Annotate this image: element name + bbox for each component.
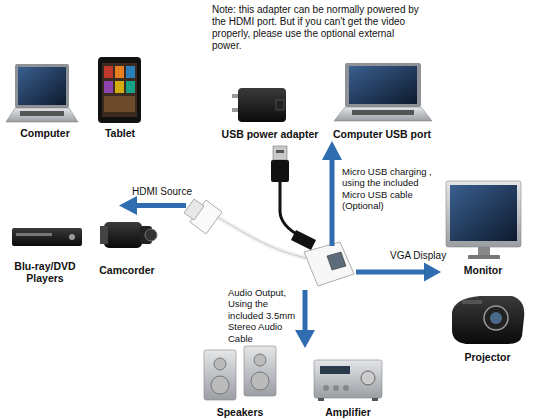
arrow-symbol	[119, 141, 441, 348]
arrow-label: HDMI Source	[132, 186, 202, 198]
device-node: Amplifier	[310, 350, 386, 418]
speaker-illustration	[204, 346, 276, 400]
laptop-illustration	[6, 64, 78, 122]
projector-illustration	[452, 296, 524, 344]
device-node: Computer USB port	[324, 62, 440, 140]
device-node: Tablet	[90, 55, 150, 139]
device-node: Projector	[443, 288, 532, 363]
monitor-illustration	[446, 181, 521, 259]
device-node: Camcorder	[92, 212, 162, 276]
device-label: Computer	[20, 127, 70, 139]
camcorder-illustration	[100, 222, 157, 248]
arrow-label: Audio Output, Using the included 3.5mm S…	[228, 287, 302, 344]
device-label: Speakers	[217, 406, 264, 418]
laptop-illustration	[334, 63, 432, 121]
device-label: Projector	[464, 351, 510, 363]
device-label: Tablet	[105, 127, 135, 139]
tablet-illustration	[98, 57, 141, 123]
adapter-illustration	[184, 199, 354, 286]
device-label: Amplifier	[325, 406, 371, 418]
arrow-label: Micro USB charging , using the included …	[342, 166, 438, 212]
device-node: USB power adapter	[212, 82, 328, 140]
usb-cable-illustration	[271, 146, 316, 250]
amplifier-illustration	[314, 360, 382, 401]
device-node: Monitor	[440, 178, 526, 276]
device-label: Monitor	[464, 264, 503, 276]
device-label: Computer USB port	[333, 128, 431, 140]
device-node: Blu-ray/DVD Players	[5, 222, 85, 284]
device-label: USB power adapter	[222, 128, 319, 140]
player-illustration	[12, 228, 82, 246]
device-label: Camcorder	[99, 264, 154, 276]
device-node: Computer	[2, 62, 88, 139]
charger-illustration	[232, 88, 286, 122]
device-label: Blu-ray/DVD Players	[5, 260, 85, 284]
note-text: Note: this adapter can be normally power…	[212, 4, 424, 52]
device-node: Speakers	[198, 342, 282, 418]
arrow-label: VGA Display	[390, 250, 452, 262]
